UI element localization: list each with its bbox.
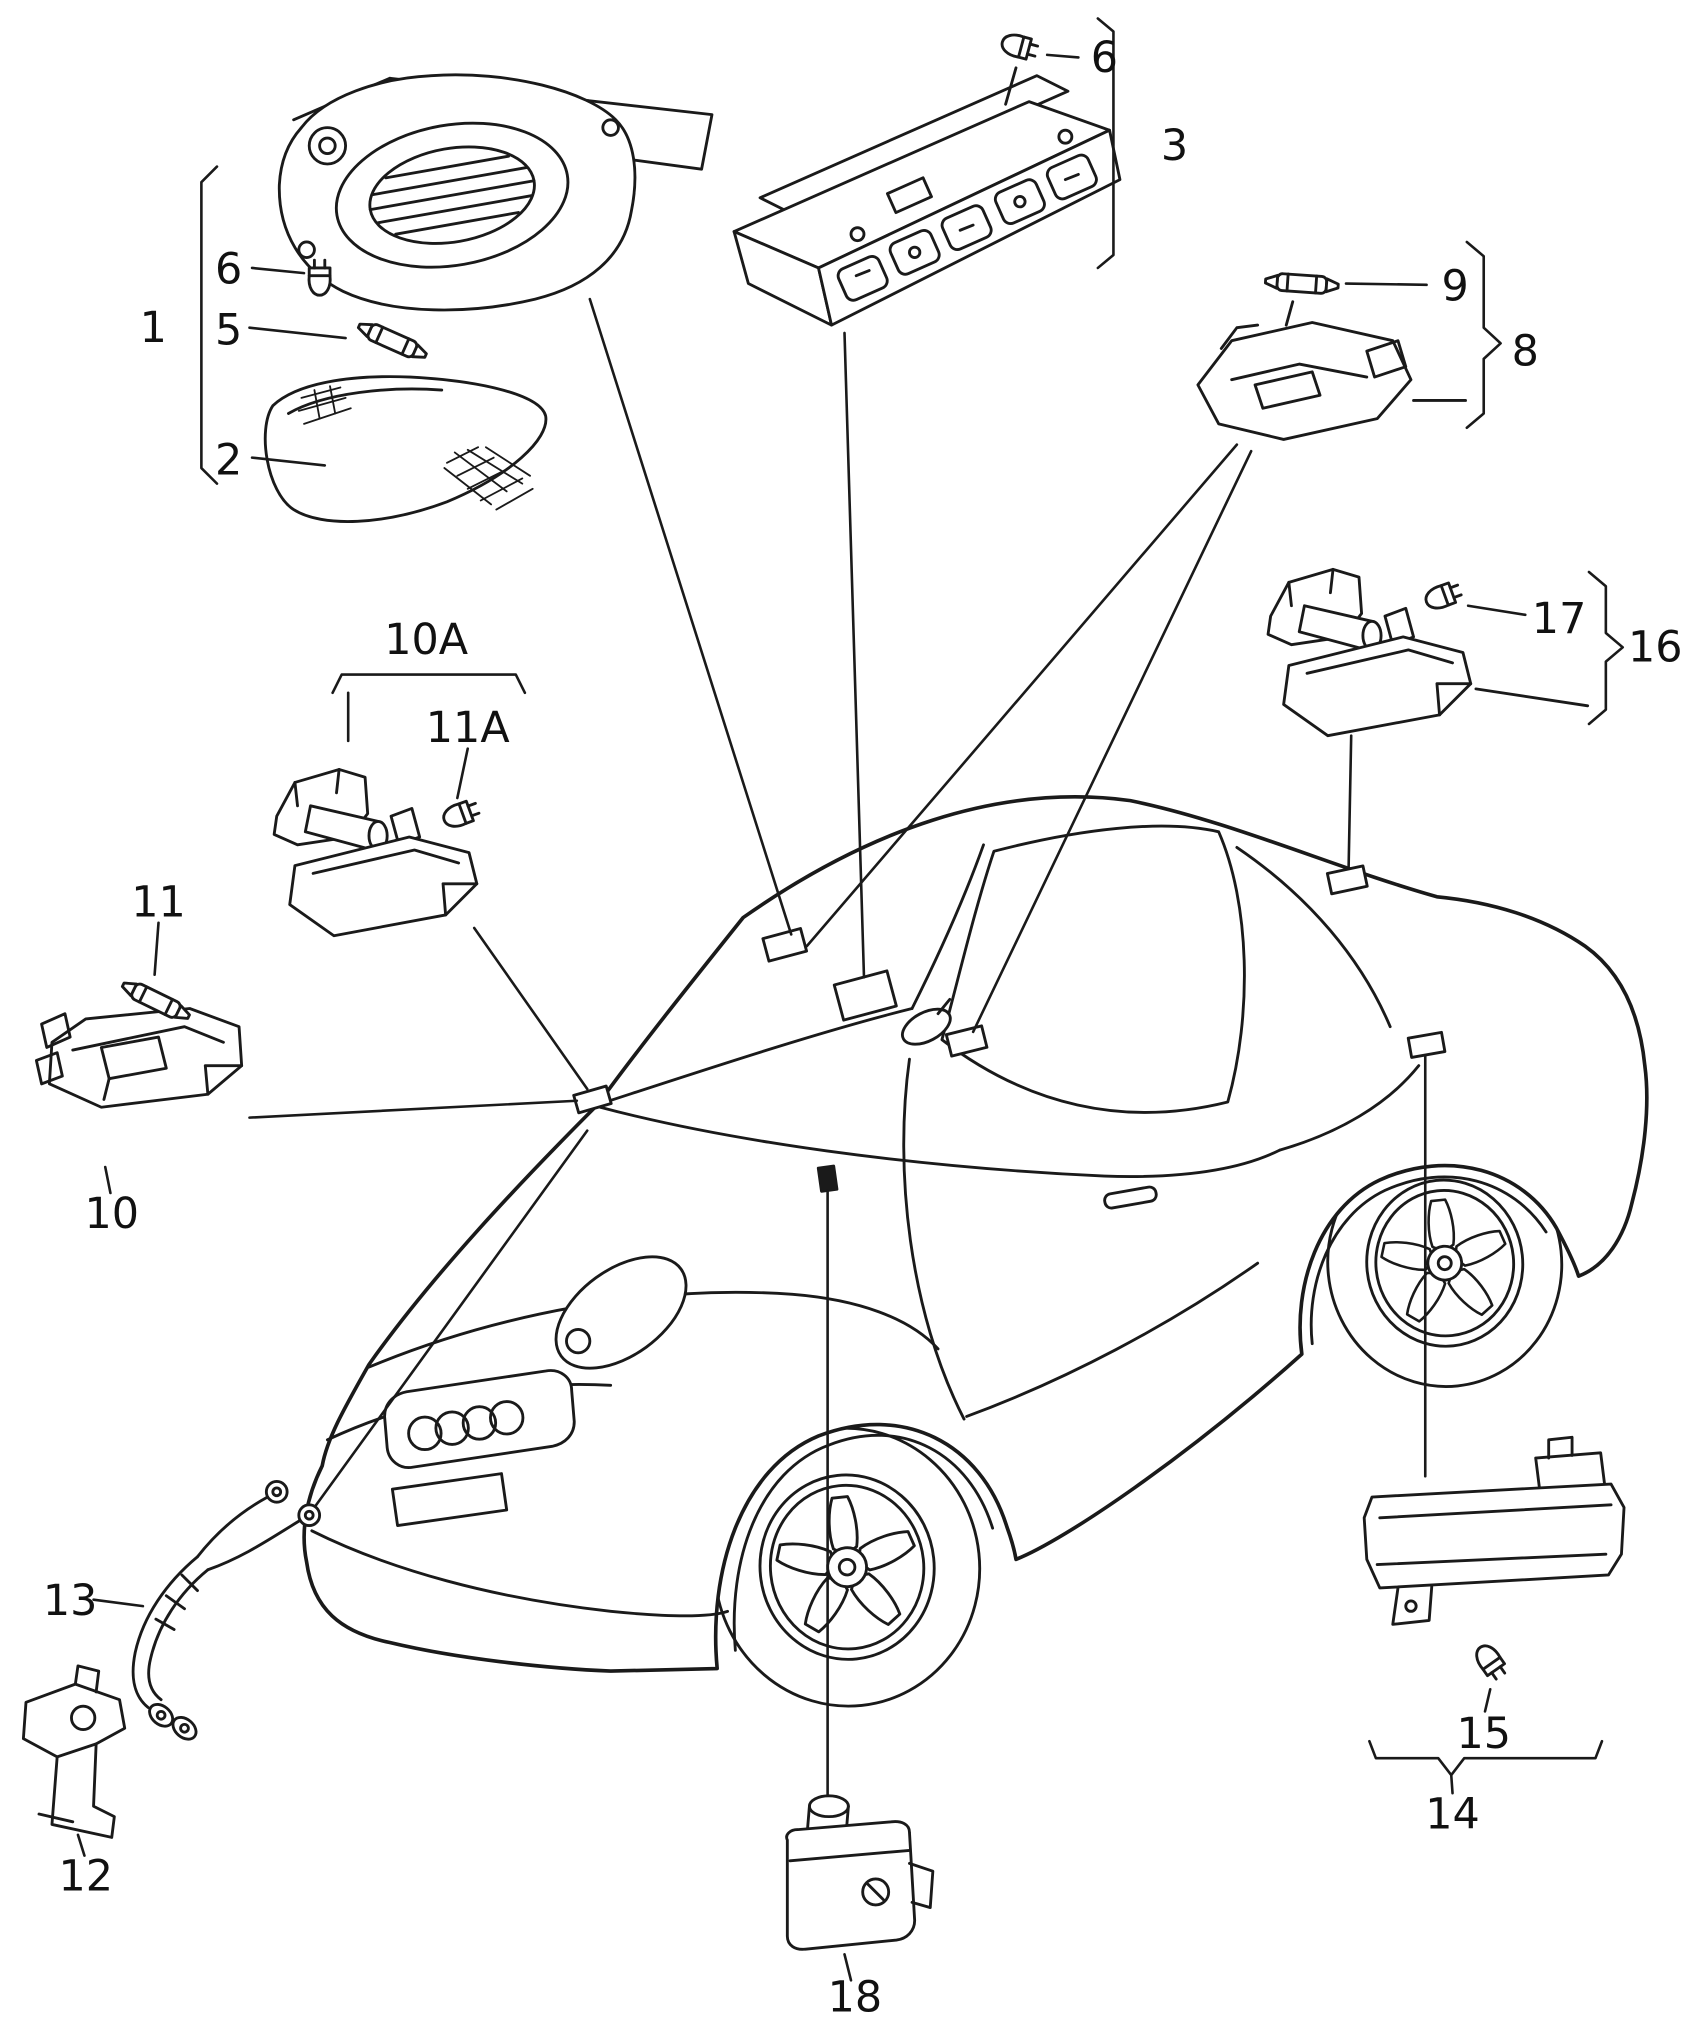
- festoon-bulb-icon: [354, 316, 431, 365]
- rear-wheel: [1326, 1138, 1564, 1388]
- front-grille: [383, 1369, 576, 1469]
- wiring-harness-group: [131, 1479, 322, 1741]
- rear-quarter-line: [1278, 1064, 1421, 1152]
- callout-6a[interactable]: 6: [215, 245, 242, 295]
- bumper-line: [310, 1529, 729, 1618]
- callout-14[interactable]: 14: [1425, 1789, 1480, 1839]
- audi-rings-icon: [407, 1400, 525, 1452]
- car-body-illustration: [302, 795, 1649, 1708]
- callout-15[interactable]: 15: [1456, 1709, 1511, 1759]
- footwell-lamp-group: [34, 1007, 244, 1109]
- callout-9[interactable]: 9: [1441, 261, 1468, 311]
- marker-door-switch: [816, 1164, 839, 1193]
- callout-10a[interactable]: 10A: [384, 615, 468, 665]
- dome-light-module-icon: [277, 73, 637, 312]
- callout-brackets: [76, 17, 1625, 1982]
- switch-bracket-group: [21, 1664, 127, 1839]
- a-pillar-line: [910, 843, 985, 1010]
- callout-labels: 1 2 3 5 6 6 8 9 10 10A 11 11A 12 13 14 1…: [43, 33, 1683, 2017]
- callout-11[interactable]: 11: [131, 877, 186, 927]
- door-contact-switch-group: [785, 1794, 935, 1951]
- bracket-1: [200, 165, 219, 485]
- lamp-with-socket-icon: [272, 768, 479, 938]
- license-plate: [390, 1472, 509, 1528]
- callout-12[interactable]: 12: [58, 1852, 113, 1902]
- callout-8[interactable]: 8: [1512, 326, 1539, 376]
- callout-13[interactable]: 13: [43, 1576, 98, 1626]
- hood-shutline: [367, 1290, 940, 1369]
- door-seam: [902, 1057, 966, 1421]
- festoon-bulb-icon: [1263, 271, 1341, 296]
- footwell-lamp-a-group: [272, 768, 483, 938]
- wedge-bulb-icon: [1470, 1639, 1511, 1684]
- wedge-bulb-icon: [998, 30, 1041, 63]
- luggage-compartment-lamp-group: [1362, 1435, 1626, 1684]
- bracket-10a: [331, 673, 527, 695]
- side-mirror: [901, 1007, 952, 1046]
- wedge-bulb-icon: [439, 796, 483, 832]
- leader-lines: [248, 297, 1427, 1800]
- door-handle: [1103, 1185, 1158, 1210]
- door-bottom-line: [965, 1261, 1260, 1418]
- callout-10[interactable]: 10: [84, 1189, 139, 1239]
- callout-1[interactable]: 1: [140, 303, 167, 353]
- bracket-8: [1465, 240, 1502, 430]
- callout-16[interactable]: 16: [1628, 623, 1683, 673]
- rear-lamp-group: [1196, 271, 1467, 441]
- beltline: [598, 1105, 1282, 1178]
- overhead-light-group: [263, 73, 714, 523]
- wedge-bulb-icon: [1421, 578, 1465, 614]
- callout-17[interactable]: 17: [1532, 594, 1587, 644]
- roof-console-group: [732, 30, 1122, 327]
- bracket-3: [1096, 17, 1115, 270]
- callout-3[interactable]: 3: [1161, 121, 1188, 171]
- bracket-16: [1587, 570, 1625, 726]
- lens-hatch-texture: [297, 385, 534, 511]
- car-silhouette: [302, 795, 1649, 1673]
- side-window: [940, 824, 1246, 1114]
- console-switch-openings: [836, 153, 1098, 302]
- light-position-markers: [572, 864, 1447, 1193]
- luggage-lamp-group: [1266, 567, 1590, 738]
- callout-6b[interactable]: 6: [1091, 33, 1118, 83]
- marker-rear-dome: [944, 1024, 989, 1058]
- callout-5[interactable]: 5: [215, 306, 242, 356]
- lens-cover-icon: [263, 375, 548, 523]
- cowl-line: [596, 1007, 914, 1107]
- callout-11a[interactable]: 11A: [426, 703, 510, 753]
- callout-18[interactable]: 18: [828, 1973, 883, 2017]
- rear-glass-line: [1235, 845, 1392, 1029]
- marker-roof-console: [832, 969, 898, 1022]
- callout-2[interactable]: 2: [215, 436, 242, 486]
- marker-front-dome: [761, 927, 809, 963]
- marker-cowl: [572, 1084, 613, 1115]
- marker-rear-shelf: [1325, 864, 1369, 896]
- marker-rear-quarter: [1406, 1030, 1447, 1059]
